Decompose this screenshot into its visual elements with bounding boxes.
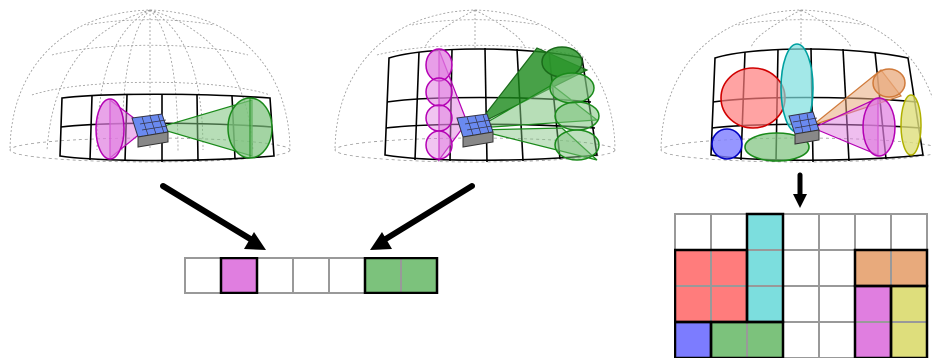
grid-cell-yellow [890,285,928,323]
arrow-right-to-grid [793,172,807,208]
grid-cell-orange [890,249,928,287]
grid-cell-green [746,321,784,358]
grid-cell-empty [818,249,856,287]
grid-cell-empty [782,249,820,287]
strip-region-outline [219,257,259,294]
grid-cell-empty [782,285,820,323]
strip-cell-empty [292,257,330,294]
magenta-cone [425,48,468,162]
grid-cell-cyan [746,213,784,251]
green-cone [476,46,600,161]
hemisphere-panel-middle [334,9,616,163]
magenta-cone [95,98,148,160]
dome-wireframe [660,9,932,163]
grid-cell-empty [710,213,748,251]
grid-cell-blue [674,321,712,358]
green-region [744,132,810,162]
solar-panel-icon [456,113,494,148]
blue-region [711,128,743,160]
grid-cell-magenta [854,321,892,358]
arrow-left-to-strip [160,183,266,250]
grid-cell-empty [782,321,820,358]
strip-region-outline [363,257,439,294]
green-cone [154,97,273,159]
grid-cell-green [710,321,748,358]
grid-cell-magenta [854,285,892,323]
strip-cell-empty [184,257,222,294]
strip-cell-empty [256,257,294,294]
hemisphere-panel-left [9,9,291,163]
grid-cell-empty [854,213,892,251]
grid-cell-yellow [890,321,928,358]
solar-panel-icon [788,111,820,145]
grid-cell-empty [818,213,856,251]
grid-region-outline-yellow [889,284,929,358]
solar-panel-icon [131,113,169,148]
grid-cell-red [710,285,748,323]
grid-cell-red [674,285,712,323]
occupancy-grid-map [674,212,929,358]
grid-cell-orange [854,249,892,287]
arrow-middle-to-strip [370,183,475,250]
grid-cell-cyan [746,249,784,287]
grid-cell-red [674,249,712,287]
grid-cell-red [710,249,748,287]
grid-region-outline-green [709,320,785,358]
strip-cell-magenta [220,257,258,294]
yellow-region [900,94,922,156]
grid-cell-empty [782,213,820,251]
hemisphere-panel-right [660,9,932,163]
strip-cell-green [400,257,438,294]
grid-cell-cyan [746,285,784,323]
grid-cell-empty [890,213,928,251]
grid-cell-empty [674,213,712,251]
magenta-cone [811,97,896,157]
strip-cell-green [364,257,402,294]
grid-cell-empty [818,285,856,323]
occupancy-strip [184,257,439,294]
strip-cell-empty [328,257,366,294]
orange-cone [812,68,906,126]
grid-cell-empty [818,321,856,358]
